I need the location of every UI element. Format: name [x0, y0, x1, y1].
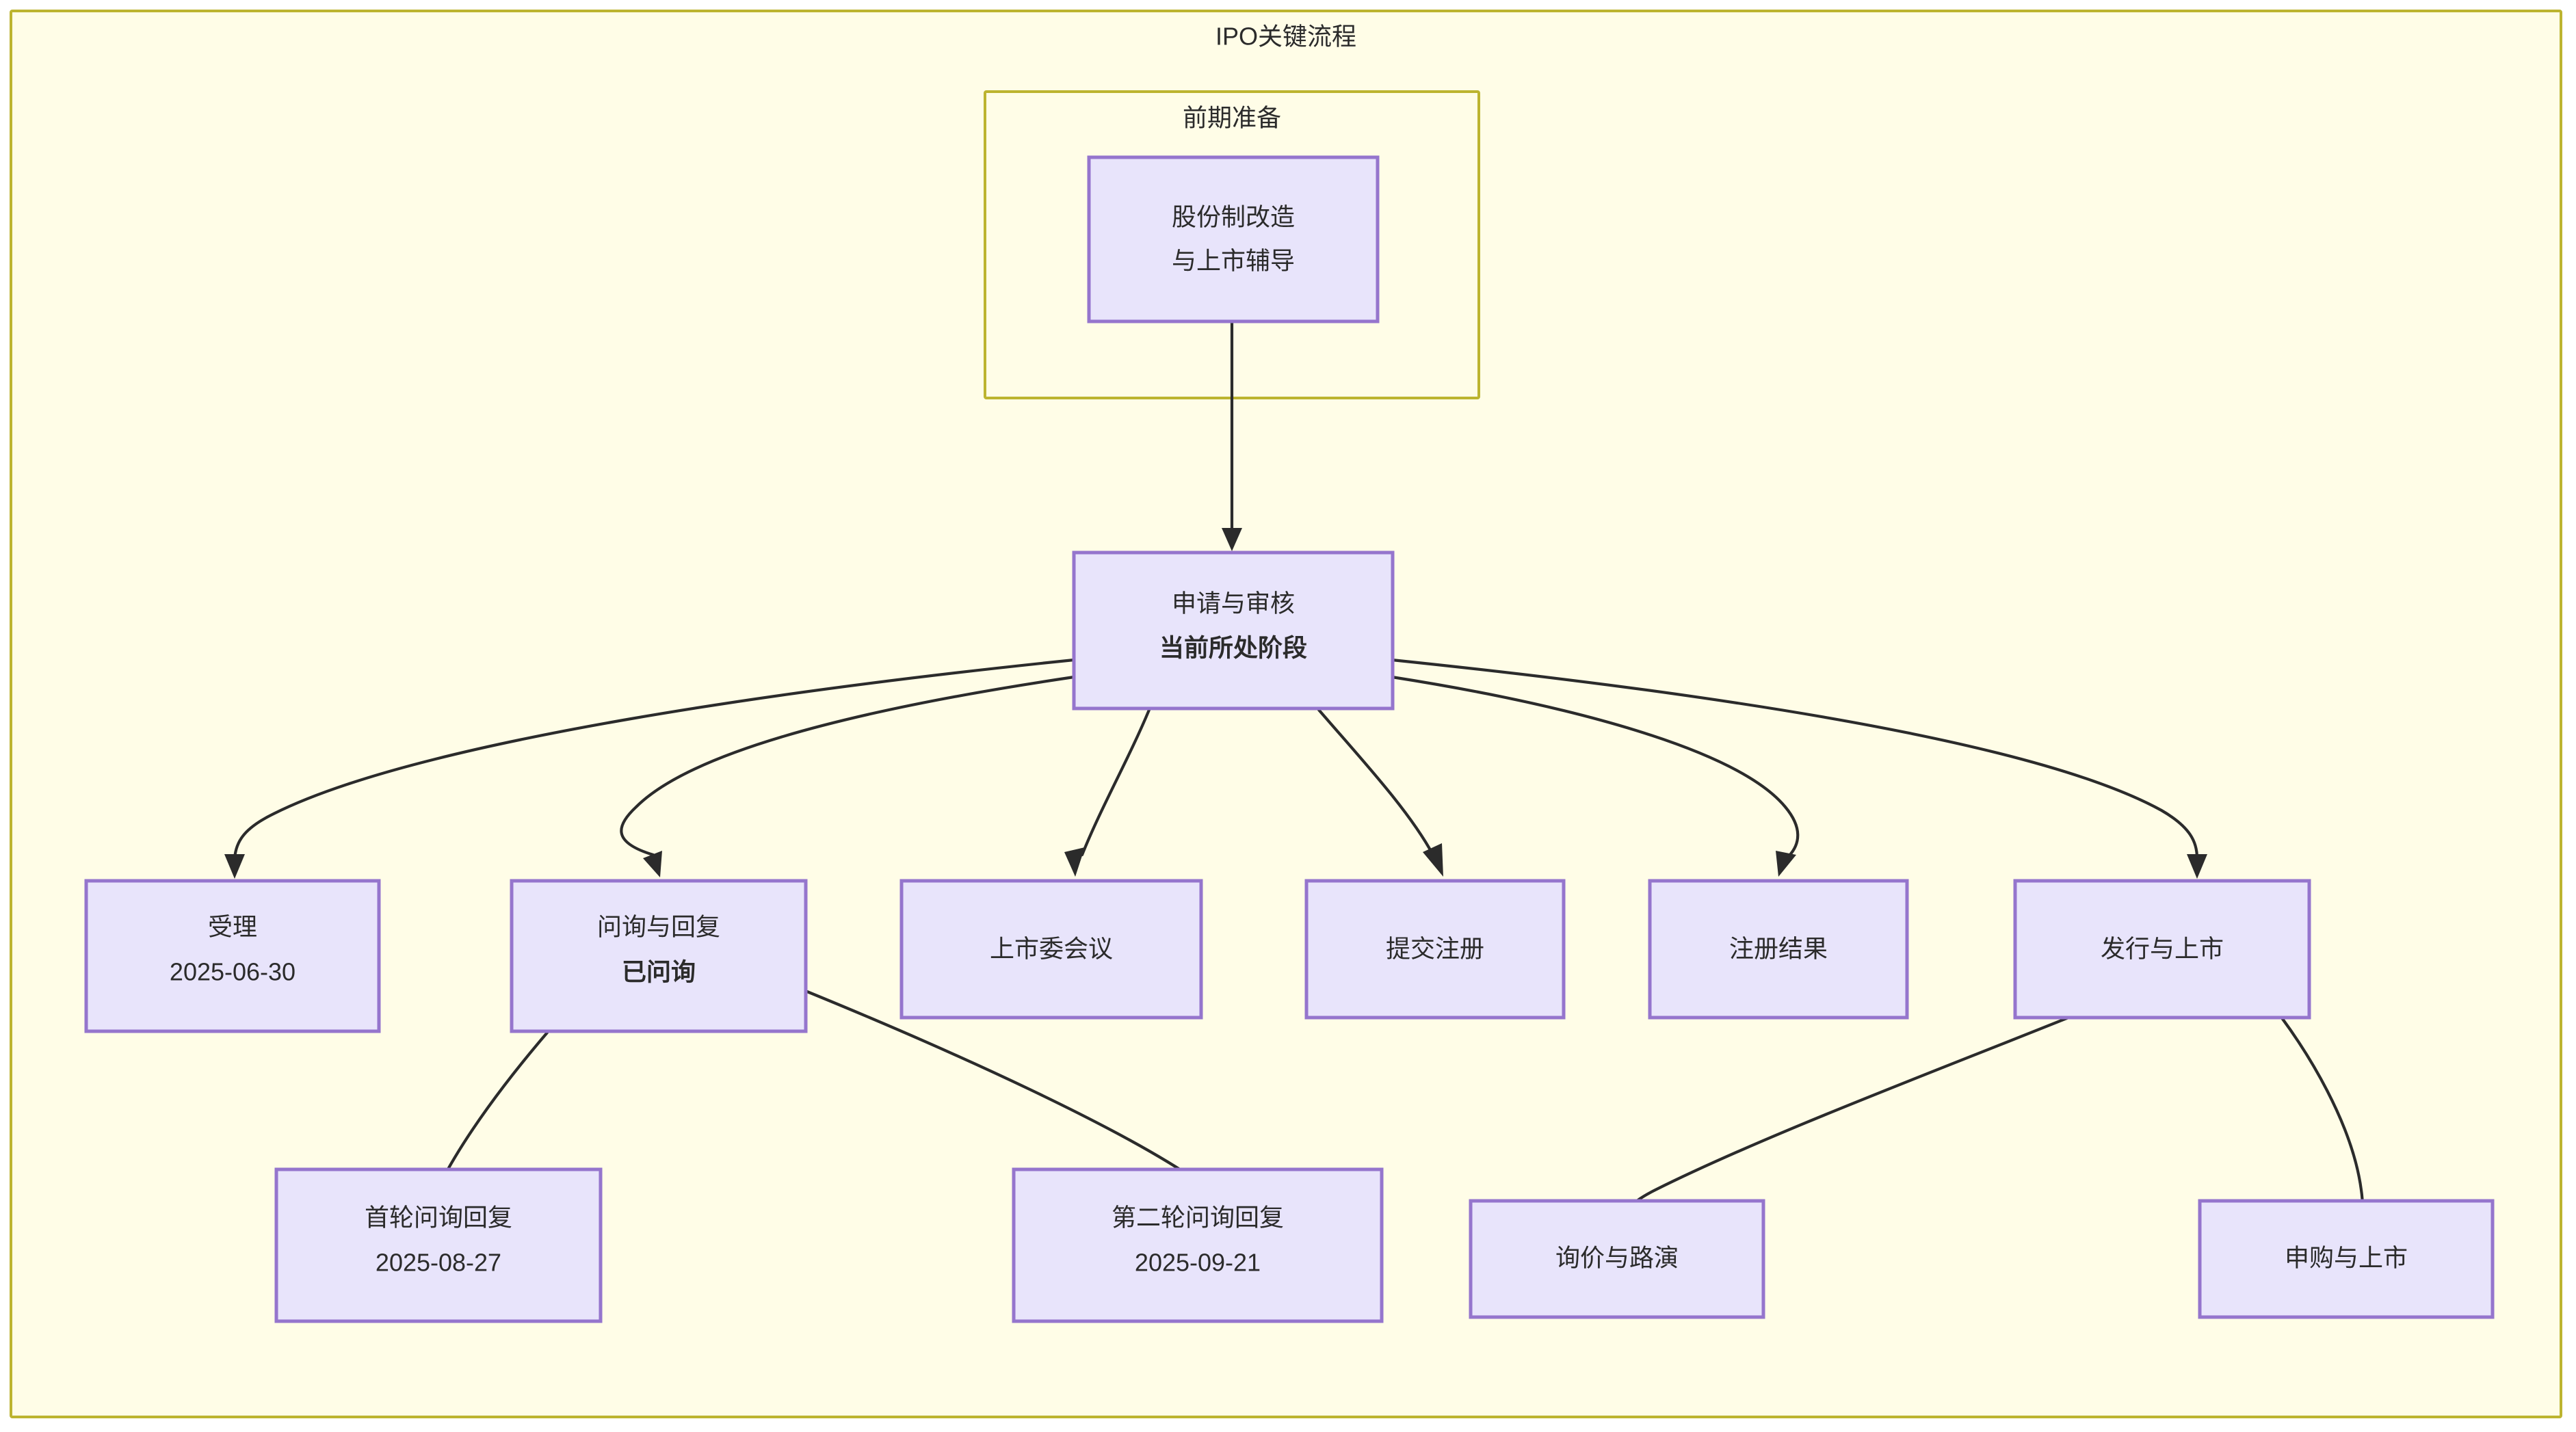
diagram-frame [10, 10, 2562, 1418]
node-restructure-line2: 与上市辅导 [1172, 247, 1295, 275]
node-round2[interactable]: 第二轮问询回复 2025-09-21 [1012, 1167, 1384, 1323]
arrow-head [643, 851, 662, 877]
edge-review-to-inquiry [620, 675, 1076, 877]
node-roadshow-line1: 询价与路演 [1555, 1244, 1679, 1272]
node-round1-line2: 2025-08-27 [376, 1249, 501, 1277]
node-accept-line1: 受理 [208, 913, 257, 941]
page-title: IPO关键流程 [1215, 23, 1356, 51]
edge-restructure-to-review [1222, 319, 1242, 551]
edge-review-to-result [1390, 675, 1800, 877]
edge-review-to-accept [224, 658, 1076, 879]
node-inquiry-line1: 问询与回复 [597, 913, 720, 941]
node-accept-line2: 2025-06-30 [170, 958, 295, 986]
node-submit-line1: 提交注册 [1386, 935, 1484, 963]
arrow-head [224, 854, 245, 879]
edge-review-to-submit [1317, 708, 1443, 877]
node-restructure[interactable]: 股份制改造 与上市辅导 [1087, 155, 1380, 323]
node-subscribe-line1: 申购与上市 [2285, 1244, 2408, 1272]
edge-review-to-committee [1064, 708, 1151, 877]
node-committee-line1: 上市委会议 [990, 935, 1113, 963]
node-accept[interactable]: 受理 2025-06-30 [84, 879, 381, 1033]
node-round1[interactable]: 首轮问询回复 2025-08-27 [274, 1167, 603, 1323]
node-inquiry-line2: 已问询 [622, 958, 696, 986]
node-submit[interactable]: 提交注册 [1304, 879, 1566, 1020]
arrow-head [1222, 528, 1242, 551]
edge-review-to-issue [1390, 658, 2207, 879]
node-restructure-line1: 股份制改造 [1172, 203, 1295, 231]
node-layer: 股份制改造 与上市辅导 申请与审核 当前所处阶段 受理 2025-06-30 问… [84, 155, 2495, 1323]
node-review-line2: 当前所处阶段 [1159, 634, 1307, 662]
node-result[interactable]: 注册结果 [1648, 879, 1909, 1020]
arrow-head [1064, 847, 1085, 877]
node-round2-line2: 2025-09-21 [1135, 1249, 1261, 1277]
node-committee[interactable]: 上市委会议 [899, 879, 1203, 1020]
arrow-head [2187, 854, 2207, 879]
node-subscribe[interactable]: 申购与上市 [2198, 1199, 2495, 1319]
node-review[interactable]: 申请与审核 当前所处阶段 [1072, 551, 1395, 711]
node-review-line1: 申请与审核 [1172, 589, 1295, 618]
cluster-prep-title: 前期准备 [1183, 104, 1281, 132]
node-result-line1: 注册结果 [1729, 935, 1828, 963]
arrow-head [1423, 843, 1443, 877]
node-round2-line1: 第二轮问询回复 [1112, 1204, 1284, 1232]
node-issue-line1: 发行与上市 [2101, 935, 2224, 963]
arrow-head [1776, 851, 1796, 877]
node-round1-line1: 首轮问询回复 [365, 1204, 512, 1232]
node-inquiry[interactable]: 问询与回复 已问询 [510, 879, 808, 1033]
node-roadshow[interactable]: 询价与路演 [1469, 1199, 1765, 1319]
node-issue[interactable]: 发行与上市 [2013, 879, 2311, 1020]
